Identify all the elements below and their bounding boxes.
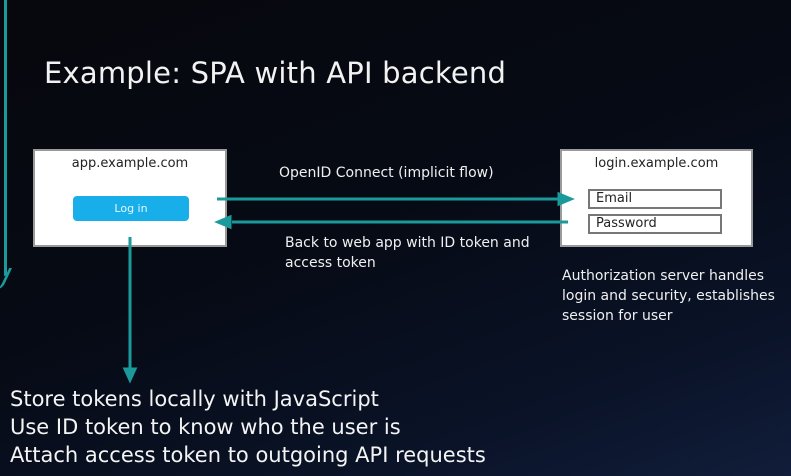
spa-app-window: app.example.com Log in <box>33 149 227 247</box>
request-arrowhead-icon <box>557 191 575 207</box>
response-flow-label: Back to web app with ID token and access… <box>285 235 530 271</box>
client-notes: Store tokens locally with JavaScript Use… <box>10 385 486 469</box>
request-flow-label: OpenID Connect (implicit flow) <box>279 165 494 181</box>
email-field[interactable]: Email <box>588 189 722 209</box>
auth-server-note: Authorization server handles login and s… <box>562 268 775 324</box>
client-note: Use ID token to know who the user is <box>10 415 401 439</box>
slide-title: Example: SPA with API backend <box>44 56 507 90</box>
app-domain-label: app.example.com <box>71 156 189 171</box>
login-domain-label: login.example.com <box>594 156 719 171</box>
store-arrowhead-icon <box>122 367 138 384</box>
login-button[interactable]: Log in <box>73 196 189 221</box>
response-arrowhead-icon <box>214 214 232 230</box>
auth-server-window: login.example.com Email Password <box>560 149 753 247</box>
client-note: Store tokens locally with JavaScript <box>10 387 379 411</box>
client-note: Attach access token to outgoing API requ… <box>10 443 486 467</box>
password-field[interactable]: Password <box>588 214 722 234</box>
slide-accent-line <box>4 0 7 276</box>
